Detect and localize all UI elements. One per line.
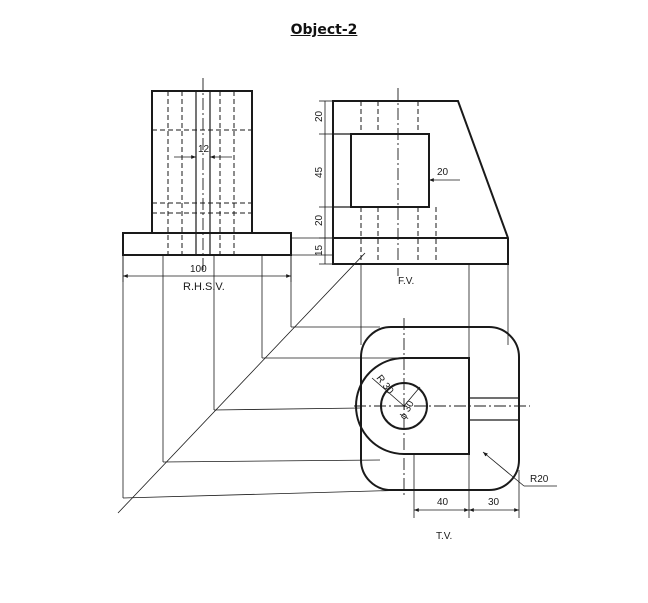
projector [122,489,411,499]
r20-leader [482,451,525,487]
dia30-leader [403,386,421,407]
dim-20-mid-label: 20 [314,214,325,226]
top-view-label: T.V. [436,531,452,542]
front-view-label: F.V. [398,276,414,287]
front-view-slot [350,133,430,208]
mitre-line [117,252,366,514]
dim-r30-label: R 30 [374,373,396,397]
projector [213,407,362,411]
side-view-label: R.H.S.V. [183,281,225,293]
dim-r20-label: R20 [530,474,549,485]
dim-100-label: 100 [190,264,207,275]
dim-20-depth-label: 20 [437,167,449,178]
projector [162,459,381,463]
top-view-boss [355,357,470,455]
top-view: R 30 ϕ 30 R20 40 30 T.V. [354,318,557,542]
top-view-outline [360,326,520,491]
dim-15-label: 15 [314,244,325,256]
front-view-outline [332,100,509,265]
dim-dia30-label: ϕ 30 [398,399,417,422]
r30-leader [371,377,405,407]
side-view-base [122,232,292,256]
drawing-title: Object-2 [290,22,358,38]
dim-40-label: 40 [437,497,449,508]
front-view: 20 45 20 15 20 F.V. [314,88,509,287]
dim-20-top-label: 20 [314,110,325,122]
dim-30-label: 30 [488,497,500,508]
projection-lines [117,237,509,514]
dim-12-label: 12 [198,144,210,155]
side-view: 12 100 R.H.S.V. [122,78,292,293]
side-view-upright [151,90,253,234]
dim-45-label: 45 [314,166,325,178]
